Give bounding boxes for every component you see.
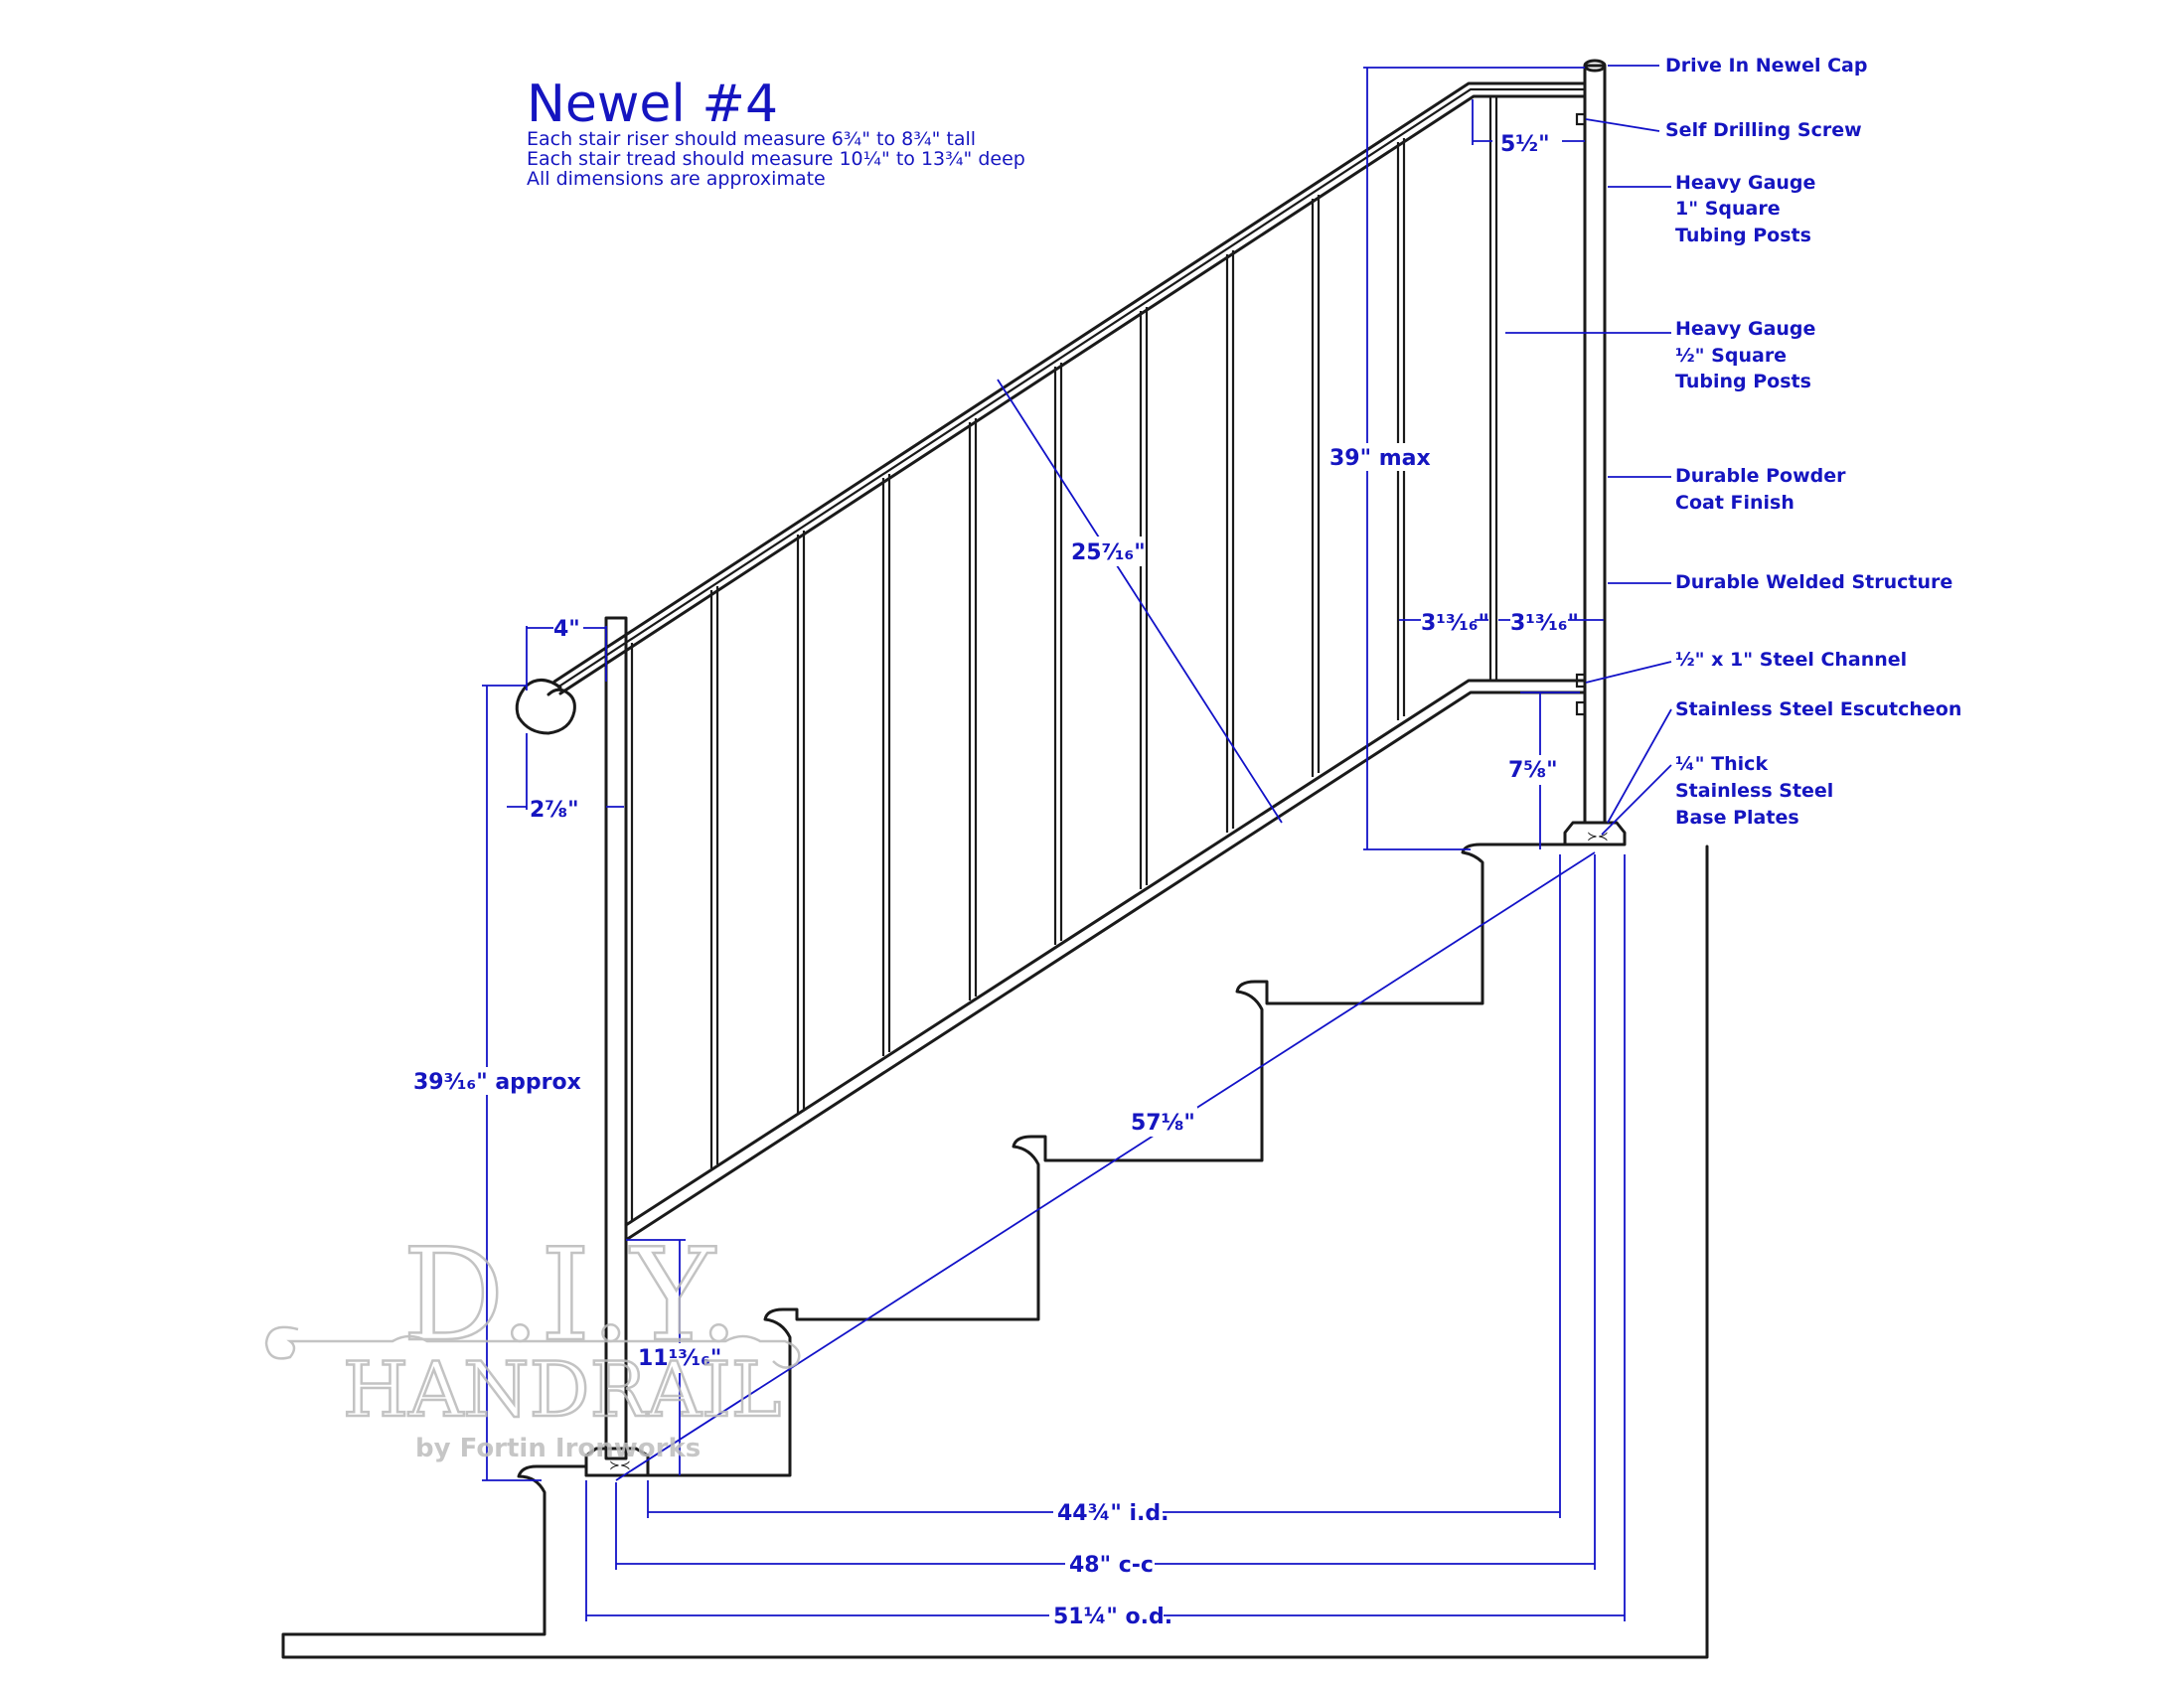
dim-44-3-4: 44¾" i.d. <box>1057 1501 1170 1526</box>
note-riser: Each stair riser should measure 6¾" to 8… <box>527 128 976 150</box>
dim-48-cc: 48" c-c <box>1069 1553 1154 1578</box>
callout-newel-cap: Drive In Newel Cap <box>1665 55 1867 77</box>
dim-11-13-16: 11¹³⁄₁₆" <box>638 1346 721 1371</box>
lower-base-plate: ≻≺ <box>584 1447 650 1477</box>
callout-welded: Durable Welded Structure <box>1675 571 1952 593</box>
watermark-diy: D.I.Y. <box>402 1222 739 1370</box>
dim-51-1-4: 51¼" o.d. <box>1053 1605 1172 1629</box>
dim-3-13-16-left: 3¹³⁄₁₆" <box>1421 611 1489 636</box>
note-tread: Each stair tread should measure 10¼" to … <box>527 148 1025 170</box>
callout-labels: Drive In Newel Cap Self Drilling Screw H… <box>1665 55 1961 829</box>
callout-heavy-1in-line3: Tubing Posts <box>1675 225 1811 246</box>
dim-39-max: 39" max <box>1329 446 1431 471</box>
dim-5-1-2: 5½" <box>1500 132 1550 157</box>
dim-7-5-8: 7⅝" <box>1508 758 1558 783</box>
watermark-fortin: by Fortin Ironworks <box>415 1434 701 1463</box>
callout-powder-line2: Coat Finish <box>1675 492 1794 514</box>
watermark-handrail: HANDRAIL <box>343 1345 781 1434</box>
dim-2-7-8: 2⅞" <box>530 798 579 823</box>
stair-profile <box>281 843 1709 1659</box>
callout-powder-line1: Durable Powder <box>1675 465 1846 487</box>
dim-25-7-16: 25⁷⁄₁₆" <box>1071 540 1146 565</box>
callout-escutcheon: Stainless Steel Escutcheon <box>1675 698 1961 720</box>
callout-channel: ½" x 1" Steel Channel <box>1675 649 1907 671</box>
dim-3-13-16-right: 3¹³⁄₁₆" <box>1510 611 1579 636</box>
callout-heavy-half-line1: Heavy Gauge <box>1675 318 1815 340</box>
callout-heavy-1in-line1: Heavy Gauge <box>1675 172 1815 194</box>
callout-base-line2: Stainless Steel <box>1675 780 1833 802</box>
dimension-labels: 4" 2⅞" 39³⁄₁₆" approx 25⁷⁄₁₆" 39" max 5½… <box>409 132 1579 1629</box>
dim-57-1-8: 57⅛" <box>1131 1111 1195 1136</box>
callout-leaders <box>1505 65 1672 836</box>
callout-base-line1: ¼" Thick <box>1675 753 1768 775</box>
watermark-logo: D.I.Y. HANDRAIL by Fortin Ironworks <box>264 1221 801 1463</box>
upper-base-plate: ≻≺ <box>1563 821 1627 846</box>
diagram-title: Newel #4 <box>527 75 778 134</box>
callout-heavy-1in-line2: 1" Square <box>1675 198 1781 220</box>
newel-cap <box>1583 59 1607 73</box>
upper-newel-post <box>1583 64 1607 825</box>
callout-drilling-screw: Self Drilling Screw <box>1665 119 1862 141</box>
callout-heavy-half-line2: ½" Square <box>1675 345 1787 367</box>
callout-heavy-half-line3: Tubing Posts <box>1675 371 1811 392</box>
bottom-channel-rail <box>624 112 1587 1242</box>
callout-base-line3: Base Plates <box>1675 807 1799 829</box>
balusters <box>624 97 1498 1225</box>
dim-4in: 4" <box>553 617 580 642</box>
note-approximate: All dimensions are approximate <box>527 168 826 190</box>
svg-text:≻≺: ≻≺ <box>609 1458 631 1473</box>
dim-39-3-16: 39³⁄₁₆" approx <box>413 1070 581 1095</box>
